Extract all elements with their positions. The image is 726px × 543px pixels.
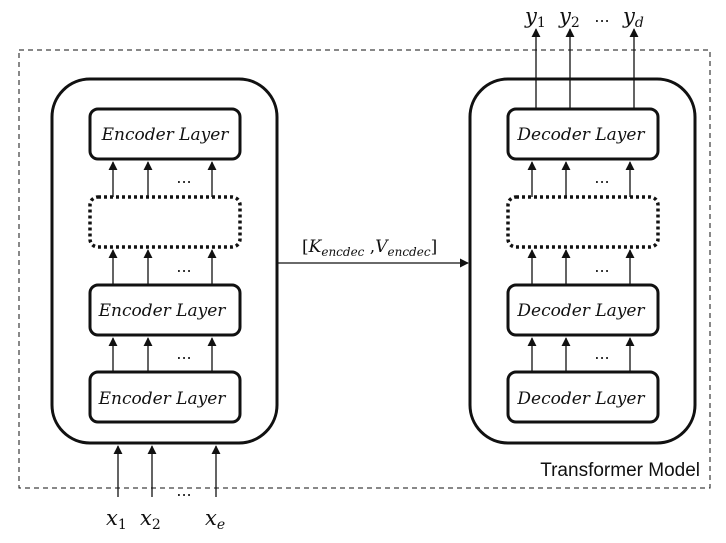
encoder-stack [50,77,279,445]
encoder-layer-top: Encoder Layer [88,107,242,161]
transformer-model-frame [18,49,711,489]
encoder-hidden-layers [88,195,242,249]
encoder-layer-label: Encoder Layer [98,301,227,321]
encoder-ellipsis: ... [176,168,191,187]
encoder-layer-label: Encoder Layer [101,125,230,145]
encoder-layer-bottom: Encoder Layer [88,370,242,424]
transformer-model-caption: Transformer Model [540,460,700,481]
decoder-layer-bottom: Decoder Layer [506,370,660,424]
decoder-ellipsis: ... [594,168,609,187]
encoder-layer-middle: Encoder Layer [88,283,242,337]
output-y2: y2 [558,4,580,31]
decoder-layer-label: Decoder Layer [516,125,645,145]
decoder-layer-label: Decoder Layer [516,301,645,321]
encoder-input-ellipsis: ... [176,481,191,500]
input-x2: x2 [140,506,161,533]
encoder-layer-label: Encoder Layer [98,389,227,409]
input-xe: xe [205,506,225,533]
encoder-ellipsis: ... [176,344,191,363]
decoder-output-ellipsis: ... [594,7,609,26]
output-y1: y1 [524,4,546,31]
decoder-stack [468,77,697,445]
decoder-ellipsis: ... [594,257,609,276]
output-yd: yd [622,4,644,31]
decoder-layer-top: Decoder Layer [506,107,660,161]
encoder-ellipsis: ... [176,257,191,276]
input-x1: x1 [106,506,127,533]
kv-label: [Kencdec ,Vencdec] [302,237,437,259]
decoder-hidden-layers [506,195,660,249]
decoder-ellipsis: ... [594,344,609,363]
decoder-layer-label: Decoder Layer [516,389,645,409]
decoder-layer-middle: Decoder Layer [506,283,660,337]
